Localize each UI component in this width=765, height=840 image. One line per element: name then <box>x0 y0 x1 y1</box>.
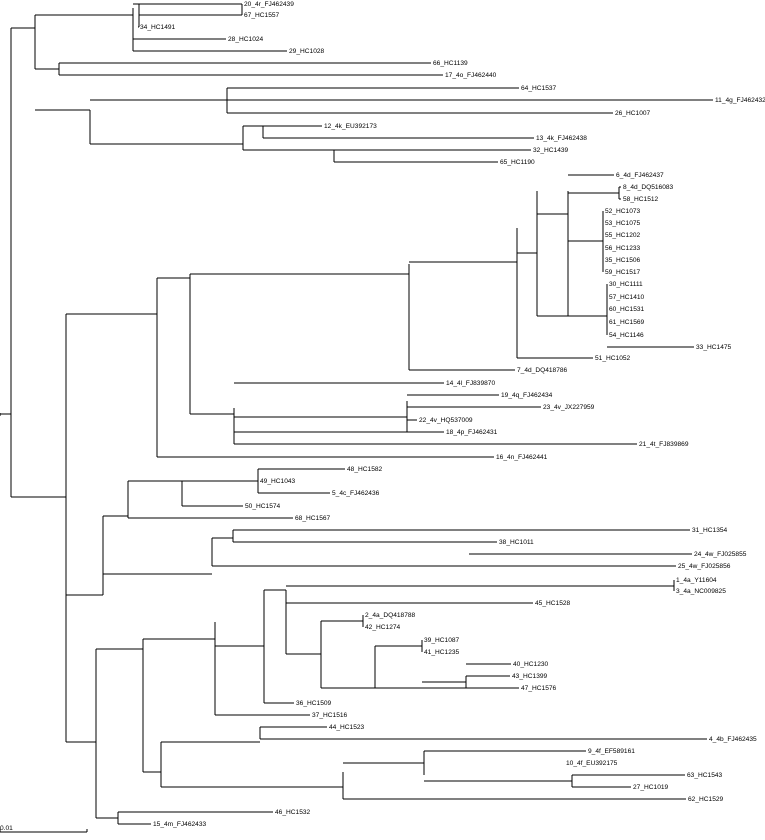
leaf-label: 2_4a_DQ418788 <box>365 612 416 619</box>
leaf-label: 12_4k_EU392173 <box>324 123 377 130</box>
leaf-label: 42_HC1274 <box>365 624 401 631</box>
leaf-label: 51_HC1052 <box>595 355 631 362</box>
leaf-label: 6_4d_FJ462437 <box>616 172 664 179</box>
leaf-label: 27_HC1019 <box>633 784 669 791</box>
leaf-label: 34_HC1491 <box>140 24 176 31</box>
leaf-label: 9_4f_EF589161 <box>588 748 635 755</box>
leaf-label: 17_4o_FJ462440 <box>445 72 497 79</box>
leaf-label: 31_HC1354 <box>692 527 728 534</box>
leaf-label: 22_4v_HQ537009 <box>419 417 473 424</box>
leaf-label: 49_HC1043 <box>260 478 296 485</box>
leaf-label: 24_4w_FJ025855 <box>694 551 747 558</box>
leaf-label: 59_HC1517 <box>605 269 641 276</box>
leaf-label: 58_HC1512 <box>623 196 659 203</box>
leaf-label: 28_HC1024 <box>228 36 264 43</box>
leaf-label: 36_HC1509 <box>296 700 332 707</box>
leaf-label: 37_HC1516 <box>312 712 348 719</box>
leaf-label: 3_4a_NC009825 <box>676 588 726 595</box>
leaf-label: 7_4d_DQ418786 <box>517 367 568 374</box>
leaf-label: 19_4q_FJ462434 <box>501 392 553 399</box>
leaf-label: 4_4b_FJ462435 <box>709 736 757 743</box>
leaf-label: 21_4t_FJ839869 <box>639 441 689 448</box>
leaf-label: 47_HC1576 <box>521 685 557 692</box>
leaf-label: 8_4d_DQ516083 <box>623 184 674 191</box>
leaf-label: 1_4a_Y11604 <box>676 577 717 584</box>
leaf-label: 61_HC1569 <box>609 319 645 326</box>
leaf-label: 44_HC1523 <box>329 724 365 731</box>
leaf-label: 5_4c_FJ462436 <box>332 490 380 497</box>
leaf-label: 45_HC1528 <box>535 600 571 607</box>
leaf-label: 67_HC1557 <box>244 12 280 19</box>
leaf-label: 64_HC1537 <box>521 85 557 92</box>
leaf-label: 43_HC1399 <box>512 673 548 680</box>
leaf-label: 26_HC1007 <box>615 110 651 117</box>
leaf-label: 39_HC1087 <box>424 637 460 644</box>
leaf-label: 29_HC1028 <box>289 48 325 55</box>
leaf-label: 48_HC1582 <box>347 466 383 473</box>
leaf-label: 41_HC1235 <box>424 649 460 656</box>
leaf-label: 23_4v_JX227959 <box>543 404 595 411</box>
leaf-label: 13_4k_FJ462438 <box>536 135 587 142</box>
leaf-label: 10_4f_EU392175 <box>566 760 618 767</box>
leaf-label: 40_HC1230 <box>513 661 549 668</box>
leaf-label: 14_4l_FJ839870 <box>446 380 495 387</box>
leaf-label: 68_HC1567 <box>295 515 331 522</box>
leaf-label: 56_HC1233 <box>605 245 641 252</box>
leaf-label: 62_HC1529 <box>688 796 724 803</box>
scale-bar-label: 0.01 <box>0 825 13 832</box>
leaf-label: 30_HC1111 <box>609 281 643 288</box>
leaf-label: 60_HC1531 <box>609 306 645 313</box>
leaf-label: 16_4n_FJ462441 <box>496 454 548 461</box>
leaf-label: 46_HC1532 <box>275 809 311 816</box>
leaf-label: 54_HC1146 <box>609 332 644 339</box>
leaf-label: 38_HC1011 <box>499 539 534 546</box>
leaf-label: 50_HC1574 <box>245 503 281 510</box>
leaf-label: 52_HC1073 <box>605 208 641 215</box>
leaf-label: 35_HC1506 <box>605 257 641 264</box>
leaf-label: 20_4r_FJ462439 <box>244 1 294 8</box>
leaf-label: 25_4w_FJ025856 <box>678 563 731 570</box>
leaf-label: 33_HC1475 <box>696 344 732 351</box>
leaf-label: 32_HC1439 <box>533 147 569 154</box>
leaf-label: 57_HC1410 <box>609 294 645 301</box>
leaf-label: 63_HC1543 <box>687 772 723 779</box>
leaf-label: 15_4m_FJ462433 <box>153 821 206 828</box>
leaf-label: 11_4g_FJ462432 <box>715 97 765 104</box>
leaf-label: 55_HC1202 <box>605 232 641 239</box>
leaf-label: 66_HC1139 <box>433 60 468 67</box>
leaf-label: 65_HC1190 <box>500 159 535 166</box>
leaf-label: 53_HC1075 <box>605 220 641 227</box>
leaf-label: 18_4p_FJ462431 <box>446 429 498 436</box>
